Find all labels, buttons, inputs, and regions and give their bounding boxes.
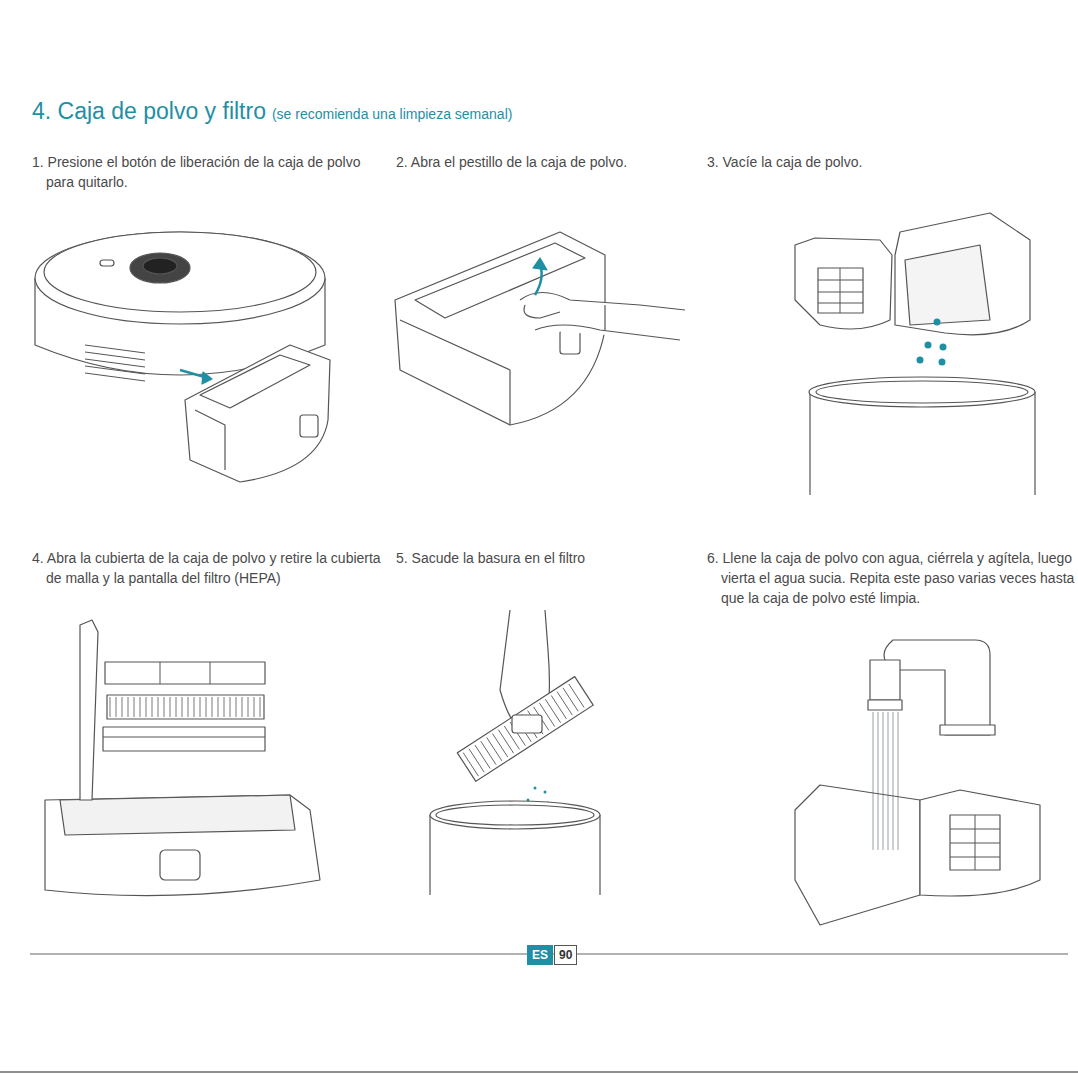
- step-text: 5. Sacude la basura en el filtro: [396, 548, 710, 568]
- step-text: 2. Abra el pestillo de la caja de polvo.: [396, 152, 710, 172]
- step-text: 4. Abra la cubierta de la caja de polvo …: [32, 548, 396, 588]
- step-text: 1. Presione el botón de liberación de la…: [32, 152, 391, 192]
- step-text: 6. Llene la caja de polvo con agua, ciér…: [707, 548, 1078, 608]
- page-title: 4. Caja de polvo y filtro: [32, 98, 266, 125]
- badge-text: ES: [532, 948, 548, 962]
- language-badge: ES: [527, 945, 553, 965]
- step-text: 3. Vacíe la caja de polvo.: [707, 152, 1061, 172]
- title-note: (se recomienda una limpieza semanal): [272, 106, 512, 122]
- page-number: 90: [554, 945, 577, 965]
- badge-text: 90: [559, 948, 572, 962]
